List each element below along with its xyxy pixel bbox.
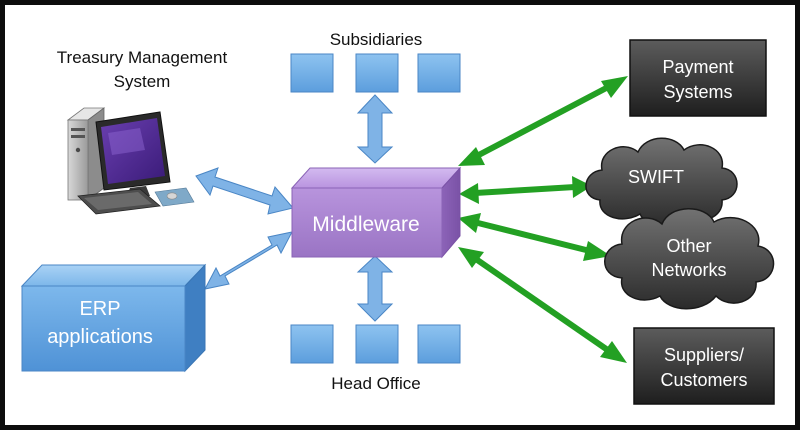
- arrowhead-payment-start: [458, 147, 485, 166]
- arrow-middleware-head-office: [356, 255, 394, 322]
- erp-top: [20, 264, 207, 287]
- middleware-top: [290, 167, 462, 189]
- arrowhead-swift-end: [572, 176, 592, 198]
- tms-label-line2: System: [114, 72, 171, 91]
- suppliers-label-line2: Customers: [660, 370, 747, 390]
- subsidiaries-label: Subsidiaries: [330, 30, 423, 49]
- head-office-box: [355, 324, 399, 364]
- middleware-box: [290, 166, 462, 259]
- green-arrows: [471, 82, 614, 356]
- other-networks-label-line1: Other: [666, 236, 711, 256]
- subsidiary-box: [417, 53, 461, 93]
- head-office-box: [417, 324, 461, 364]
- middleware-label: Middleware: [312, 213, 419, 236]
- computer-icon: [66, 107, 195, 215]
- suppliers-label-line1: Suppliers/: [664, 345, 744, 365]
- arrowhead-other-start: [458, 213, 481, 233]
- head-office-label: Head Office: [331, 374, 420, 393]
- arrowhead-other-end: [583, 241, 611, 261]
- erp-front: [21, 285, 186, 372]
- erp-label-line1: ERP: [79, 298, 120, 320]
- suppliers-customers-box: [633, 327, 775, 405]
- arrow-subsidiaries-middleware: [356, 94, 394, 164]
- erp-label-line2: applications: [47, 326, 153, 348]
- arrowhead-payment-end: [601, 76, 628, 98]
- head-office-group: [290, 324, 461, 364]
- erp-box: [20, 263, 207, 373]
- arrowhead-suppliers-end: [600, 341, 627, 363]
- subsidiary-box: [290, 53, 334, 93]
- head-office-box: [290, 324, 334, 364]
- payment-label-line2: Systems: [663, 82, 732, 102]
- tms-label-line1: Treasury Management: [57, 48, 228, 67]
- subsidiaries-group: [290, 53, 461, 93]
- middleware-front: [291, 187, 443, 258]
- swift-label: SWIFT: [628, 167, 684, 187]
- payment-systems-box: [629, 39, 767, 117]
- other-networks-label-line2: Networks: [651, 260, 726, 280]
- arrowhead-swift-start: [459, 183, 479, 204]
- arrowhead-suppliers-start: [458, 247, 484, 268]
- other-networks-cloud: [604, 208, 775, 310]
- subsidiary-box: [355, 53, 399, 93]
- payment-label-line1: Payment: [662, 57, 733, 77]
